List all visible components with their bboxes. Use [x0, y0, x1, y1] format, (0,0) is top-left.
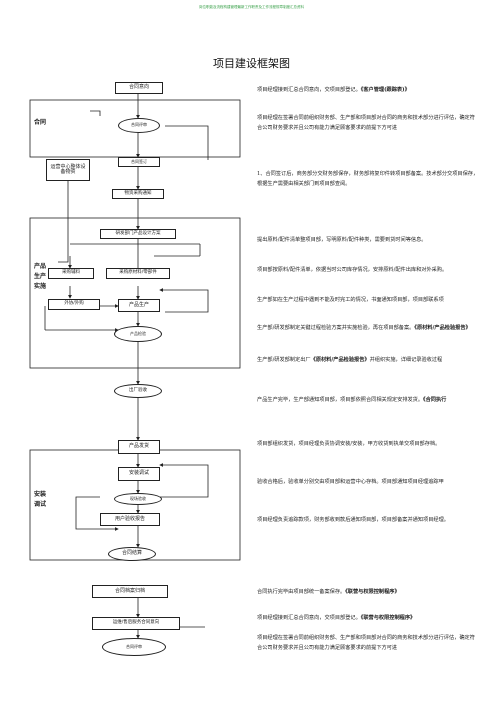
note-8: 生产部/研发部制定出厂《原材料/产品检验报告》并组织实施，详细记录验收过程: [257, 357, 443, 363]
box-production: 产品生产: [118, 299, 160, 312]
box-install-debug: 安装调试: [118, 467, 160, 481]
box-contract-intent: 合同意向: [115, 82, 163, 94]
box-purchase-material: 采购原材料/零部件: [106, 268, 170, 279]
note-7: 生产部/研发部制定关键过程检验方案并实施检验，再在项目部备案。《原材料/产品检验…: [257, 325, 471, 331]
side-label-install: 安装调试: [34, 491, 47, 509]
box-ops-center: 运营中心整体设备物资: [46, 159, 90, 181]
box-post-review: 合同评审: [102, 638, 166, 656]
box-acceptance-report: 用户验收报告: [100, 513, 160, 526]
box-contract-review: 合同评审: [118, 118, 160, 133]
note-1: 项目经理接到汇总合同意向，交项目部登记。《客户管理(跟踪表)》: [257, 87, 410, 93]
page-header-text: 岗位职能及流程构建管理最新工作职责及工作流程规章制度汇总资料: [199, 5, 304, 9]
note-4: 提出原料/配件清单整项目部，写明原料/配件种类，需要到货时间等信息。: [257, 237, 427, 243]
box-shipping: 产品发货: [118, 440, 160, 454]
note-10: 项目部组织发货，项目经理负责协调安装/安装，甲方收货到执单交项目部存档。: [257, 441, 441, 447]
note-3: 1、合同签订后，商务部分交财务部保存，财务部将复印件转项目部备案。技术部分交项目…: [257, 171, 479, 187]
note-15: 项目经理在签署合同前组织财务部、生产部和项目部对合同的商务和技术部分进行评估，确…: [257, 635, 475, 651]
box-purchase-parts: 采购辅料: [48, 268, 94, 279]
note-13: 合同执行完毕由项目部统一备案保存。《联营与权限控制程序》: [257, 589, 400, 595]
note-12: 项目经理负责追踪款项，财务部收到款后通知项目部，项目部备案并通知项目经理。: [257, 517, 449, 523]
box-archive: 合同档案归档: [92, 585, 168, 598]
box-contract-sign: 合同签订: [118, 157, 160, 167]
box-site-accept: 现场验收: [114, 493, 162, 505]
page-title: 项目建设框架图: [213, 57, 290, 70]
note-6: 生产部如在生产过程中遇到不能及时完工的情况，书面通知项目部，项目部联系项: [257, 297, 444, 303]
note-5: 项目部按原料/配件清单，依据当时公司库存情况，安排原料/配件出库和对外采购。: [257, 267, 448, 273]
note-11: 验收合格后，验收单分别交由项目部和运营中心存档。项目部通知项目经理追踪甲: [257, 479, 444, 485]
box-post-sales: 运维/售后服务合同意向: [92, 617, 180, 630]
side-label-production: 产品生产实施: [34, 263, 47, 291]
box-inspection: 产品检验: [114, 326, 162, 342]
box-outsource: 外协/外购: [48, 299, 100, 310]
side-label-contract: 合同: [34, 119, 47, 126]
box-material-order: 物资采购通知: [112, 189, 164, 199]
note-2: 项目经理在签署合同前组织财务部、生产部和项目部对合同的商务和技术部分进行评估，确…: [257, 115, 475, 131]
box-factory-accept: 出厂验收: [114, 384, 162, 398]
box-dev-design: 研发部门产品设计方案: [100, 229, 176, 239]
note-9: 产品生产完毕，生产部通知项目部，项目部依照合同相关规定安排发货。《合同执行: [257, 397, 447, 403]
box-contract-close: 合同结算: [108, 547, 156, 561]
note-14: 项目经理接到汇总合同意向，交项目部登记。《联营与权限控制程序》: [257, 615, 416, 621]
